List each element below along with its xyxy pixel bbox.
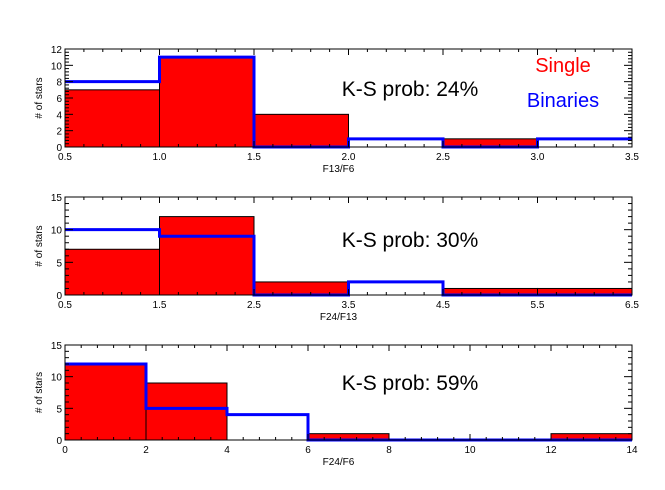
y-tick-label: 0 (56, 143, 62, 154)
x-axis-title: F24/F13 (320, 312, 358, 323)
x-tick-label: 3.0 (531, 152, 545, 163)
y-tick-label: 10 (51, 61, 63, 72)
x-tick-label: 1.5 (247, 152, 261, 163)
x-tick-label: 0.5 (58, 152, 72, 163)
ks-probability-annotation: K-S prob: 30% (342, 229, 479, 252)
y-tick-label: 15 (51, 193, 63, 204)
ks-probability-annotation: K-S prob: 24% (342, 78, 479, 101)
x-tick-label: 0.5 (58, 300, 72, 311)
single-bar (159, 216, 255, 296)
single-bar (64, 363, 147, 441)
x-tick-label: 14 (626, 445, 638, 456)
y-tick-label: 2 (56, 127, 62, 138)
x-tick-label: 2 (143, 445, 149, 456)
single-bar (64, 89, 160, 148)
x-tick-label: 6 (305, 445, 311, 456)
y-tick-label: 5 (56, 404, 62, 415)
y-axis-title: # of stars (34, 372, 45, 413)
x-tick-label: 6.5 (625, 300, 639, 311)
y-tick-label: 0 (56, 291, 62, 302)
y-tick-label: 4 (56, 110, 62, 121)
y-tick-label: 10 (51, 373, 63, 384)
x-tick-label: 2.5 (436, 152, 450, 163)
y-axis-title: # of stars (34, 225, 45, 266)
y-tick-label: 12 (51, 45, 63, 56)
y-tick-label: 10 (51, 226, 63, 237)
y-axis-title: # of stars (34, 77, 45, 118)
legend-item-single: Single (535, 55, 591, 77)
y-tick-label: 0 (56, 436, 62, 447)
x-tick-label: 2.5 (247, 300, 261, 311)
single-bar (64, 248, 160, 296)
single-bar (159, 56, 255, 148)
x-axis-title: F13/F6 (323, 164, 355, 175)
y-tick-label: 6 (56, 94, 62, 105)
x-tick-label: 12 (545, 445, 557, 456)
x-tick-label: 3.5 (625, 152, 639, 163)
ks-probability-annotation: K-S prob: 59% (342, 372, 479, 395)
plot-frame (64, 344, 633, 441)
single-bar (253, 113, 349, 148)
x-tick-label: 4 (224, 445, 230, 456)
x-tick-label: 0 (62, 445, 68, 456)
x-axis-title: F24/F6 (323, 457, 355, 468)
legend-item-binaries: Binaries (527, 90, 599, 112)
x-tick-label: 4.5 (436, 300, 450, 311)
x-tick-label: 2.0 (342, 152, 356, 163)
single-bar (145, 382, 228, 441)
y-tick-label: 15 (51, 341, 63, 352)
y-tick-label: 5 (56, 258, 62, 269)
x-tick-label: 1.5 (153, 300, 167, 311)
x-tick-label: 5.5 (531, 300, 545, 311)
x-tick-label: 1.0 (153, 152, 167, 163)
y-tick-label: 8 (56, 78, 62, 89)
x-tick-label: 10 (464, 445, 476, 456)
x-tick-label: 3.5 (342, 300, 356, 311)
x-tick-label: 8 (386, 445, 392, 456)
single-bar (253, 281, 349, 296)
